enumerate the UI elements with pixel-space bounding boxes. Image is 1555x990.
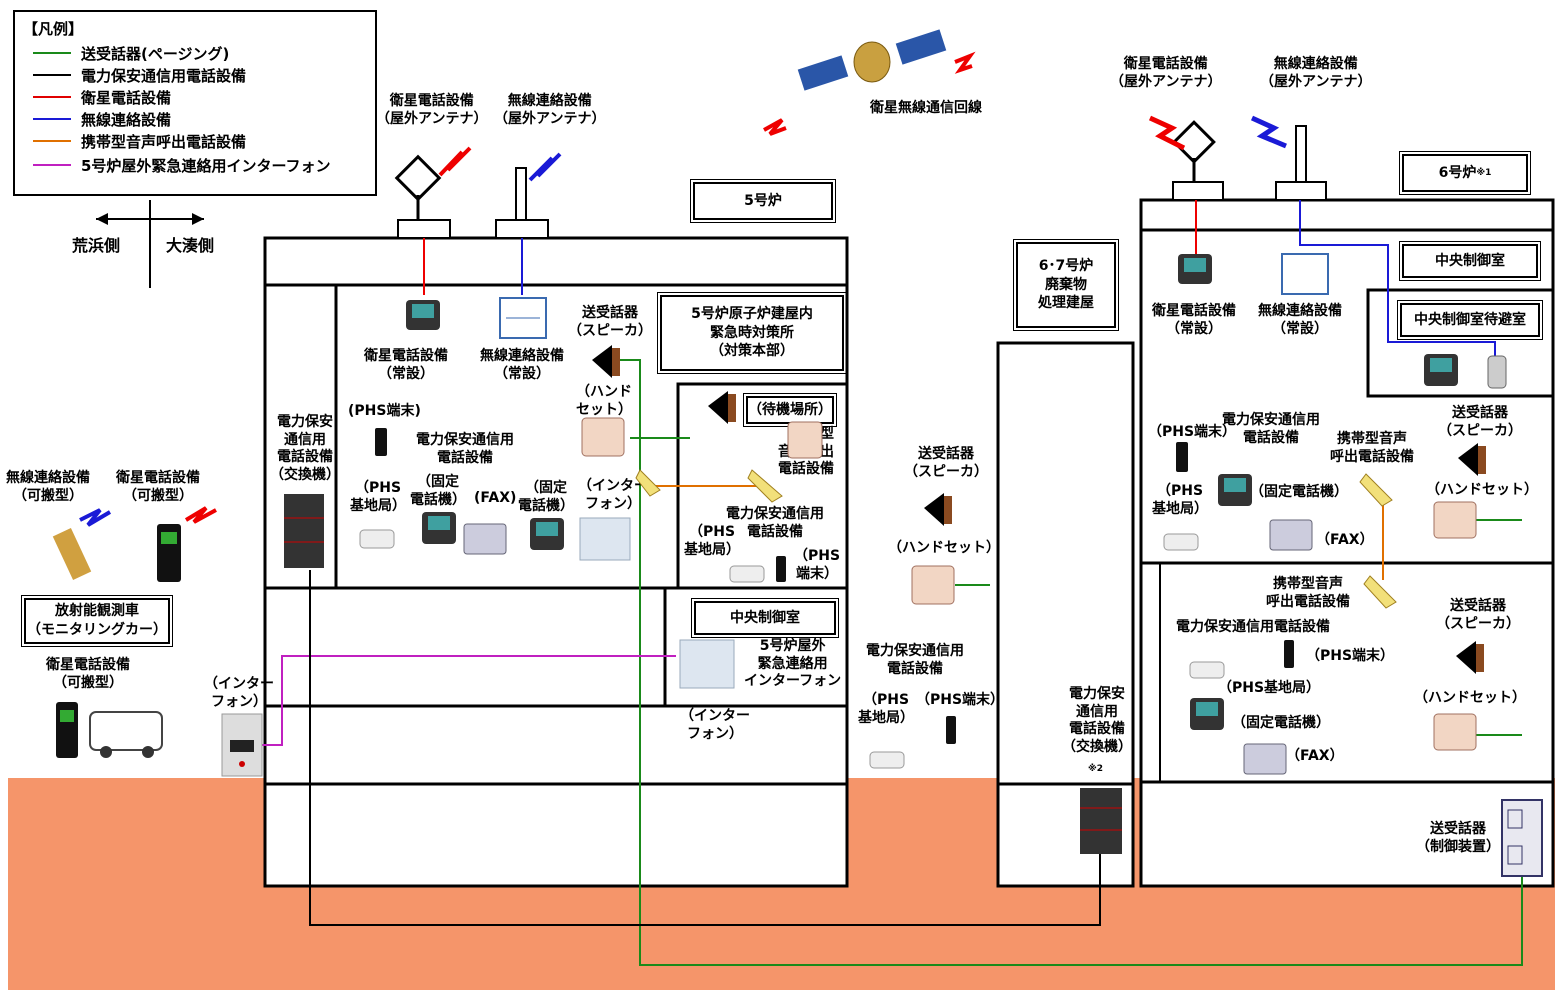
unit6-sat-fixed: 衛星電話設備 （常設） [1152, 303, 1236, 337]
unit5-standby-power: 電力保安通信用 電話設備 [726, 506, 824, 540]
unit6-phs-term2: （PHS端末） [1306, 648, 1395, 664]
unit5-emergency-center: 5号炉原子炉建屋内 緊急時対策所 （対策本部） [657, 292, 847, 374]
waste-pager-speaker: 送受話器 （スピーカ） [904, 446, 988, 480]
satellite-icon [797, 29, 947, 91]
unit6-portable-voice: 携帯型音声 呼出電話設備 [1330, 431, 1414, 465]
unit5-fixed-phone: （固定 電話機） [410, 474, 466, 508]
unit6-antenna-sat: 衛星電話設備 （屋外アンテナ） [1110, 56, 1222, 90]
unit5-phs-terminal: (PHS端末) [348, 403, 421, 419]
unit5-outdoor-interphone: 5号炉屋外 緊急連絡用 インターフォン [744, 638, 842, 689]
unit5-radio-fixed: 無線連絡設備 （常設） [480, 348, 564, 382]
legend: 【凡例】 送受話器(ページング) 電力保安通信用電話設備 衛星電話設備 無線連絡… [13, 10, 377, 196]
unit6-cc-shelter: 中央制御室待避室 [1397, 300, 1543, 340]
unit6-fax: （FAX） [1316, 532, 1374, 548]
unit5-handset: （ハンド セット） [576, 384, 632, 418]
unit5-antenna-sat: 衛星電話設備 （屋外アンテナ） [376, 93, 488, 127]
unit5-interphone2: （インター フォン） [680, 708, 750, 742]
unit6-central-control: 中央制御室 [1399, 241, 1541, 281]
unit5-standby-phs-term: （PHS 端末） [794, 548, 841, 582]
unit6-portable-voice2: 携帯型音声 呼出電話設備 [1266, 576, 1350, 610]
unit5-interphone: （インター フォン） [578, 478, 648, 512]
unit5-standby: （待機場所） [743, 393, 837, 427]
monitoring-car-label: 放射能観測車 （モニタリングカー） [21, 595, 173, 647]
unit5-outdoor-interphone-unit: （インター フォン） [204, 676, 274, 710]
unit5-central-control: 中央制御室 [691, 598, 839, 638]
unit5-standby-phs-base: （PHS 基地局） [684, 524, 740, 558]
unit5-fax: (FAX) [474, 490, 517, 506]
sat-portable-car: 衛星電話設備 （可搬型） [46, 657, 130, 691]
compass-east: 大湊側 [166, 236, 215, 255]
unit6-fax2: （FAX） [1286, 748, 1344, 764]
unit6-phs-base2: （PHS基地局） [1218, 680, 1321, 696]
unit5-antenna-radio: 無線連絡設備 （屋外アンテナ） [494, 93, 606, 127]
unit6-pager-control: 送受話器 （制御装置） [1416, 821, 1500, 855]
waste-handset: （ハンドセット） [888, 540, 1000, 556]
sat-portable: 衛星電話設備 （可搬型） [116, 470, 200, 504]
unit6-pager-speaker: 送受話器 （スピーカ） [1438, 405, 1522, 439]
unit6-handset2: （ハンドセット） [1414, 690, 1526, 706]
unit5-exchange: 電力保安 通信用 電話設備 （交換機） [270, 414, 340, 483]
legend-item-portable-voice: 携帯型音声呼出電話設備 [33, 130, 246, 152]
legend-item-satellite: 衛星電話設備 [33, 86, 171, 108]
unit5-fixed-phone2: （固定 電話機） [518, 480, 574, 514]
unit5-portable-voice: 携帯型 音声呼出 電話設備 [778, 426, 834, 477]
unit5-pager-speaker: 送受話器 （スピーカ） [568, 305, 652, 339]
unit5-phs-base: （PHS 基地局） [350, 480, 406, 514]
unit6-fixed-phone2: （固定電話機） [1232, 715, 1330, 731]
waste-power-phone: 電力保安通信用 電話設備 [866, 643, 964, 677]
unit6-power-phone2: 電力保安通信用電話設備 [1176, 619, 1330, 635]
legend-item-power-phone: 電力保安通信用電話設備 [33, 64, 246, 86]
unit6-phs-base: （PHS 基地局） [1152, 483, 1208, 517]
waste-note: ※2 [1088, 764, 1104, 774]
satellite-label: 衛星無線通信回線 [870, 100, 982, 116]
unit6-fixed-phone: （固定電話機） [1250, 484, 1348, 500]
unit6-antenna-radio: 無線連絡設備 （屋外アンテナ） [1260, 56, 1372, 90]
unit6-pager-speaker2: 送受話器 （スピーカ） [1436, 598, 1520, 632]
unit5-power-phone: 電力保安通信用 電話設備 [416, 432, 514, 466]
legend-item-radio: 無線連絡設備 [33, 108, 171, 130]
unit6-phs-term: （PHS端末） [1148, 424, 1237, 440]
legend-item-interphone: 5号炉屋外緊急連絡用インターフォン [33, 154, 331, 176]
waste-phs-term: （PHS端末） [916, 692, 1005, 708]
compass-west: 荒浜側 [72, 236, 121, 255]
unit5-title: 5号炉 [690, 179, 836, 223]
unit6-title: 6号炉※1 [1399, 151, 1531, 195]
legend-item-paging: 送受話器(ページング) [33, 42, 229, 64]
waste-exchange: 電力保安 通信用 電話設備 （交換機） [1062, 686, 1132, 755]
unit6-power-phone: 電力保安通信用 電話設備 [1222, 412, 1320, 446]
waste-building [996, 341, 1135, 888]
unit6-radio-fixed: 無線連絡設備 （常設） [1258, 303, 1342, 337]
waste-title: 6･7号炉 廃棄物 処理建屋 [1013, 239, 1119, 331]
radio-portable: 無線連絡設備 （可搬型） [6, 470, 90, 504]
unit5-sat-fixed: 衛星電話設備 （常設） [364, 348, 448, 382]
legend-title: 【凡例】 [23, 20, 84, 38]
waste-phs-base: （PHS 基地局） [858, 692, 914, 726]
unit6-handset: （ハンドセット） [1426, 482, 1538, 498]
